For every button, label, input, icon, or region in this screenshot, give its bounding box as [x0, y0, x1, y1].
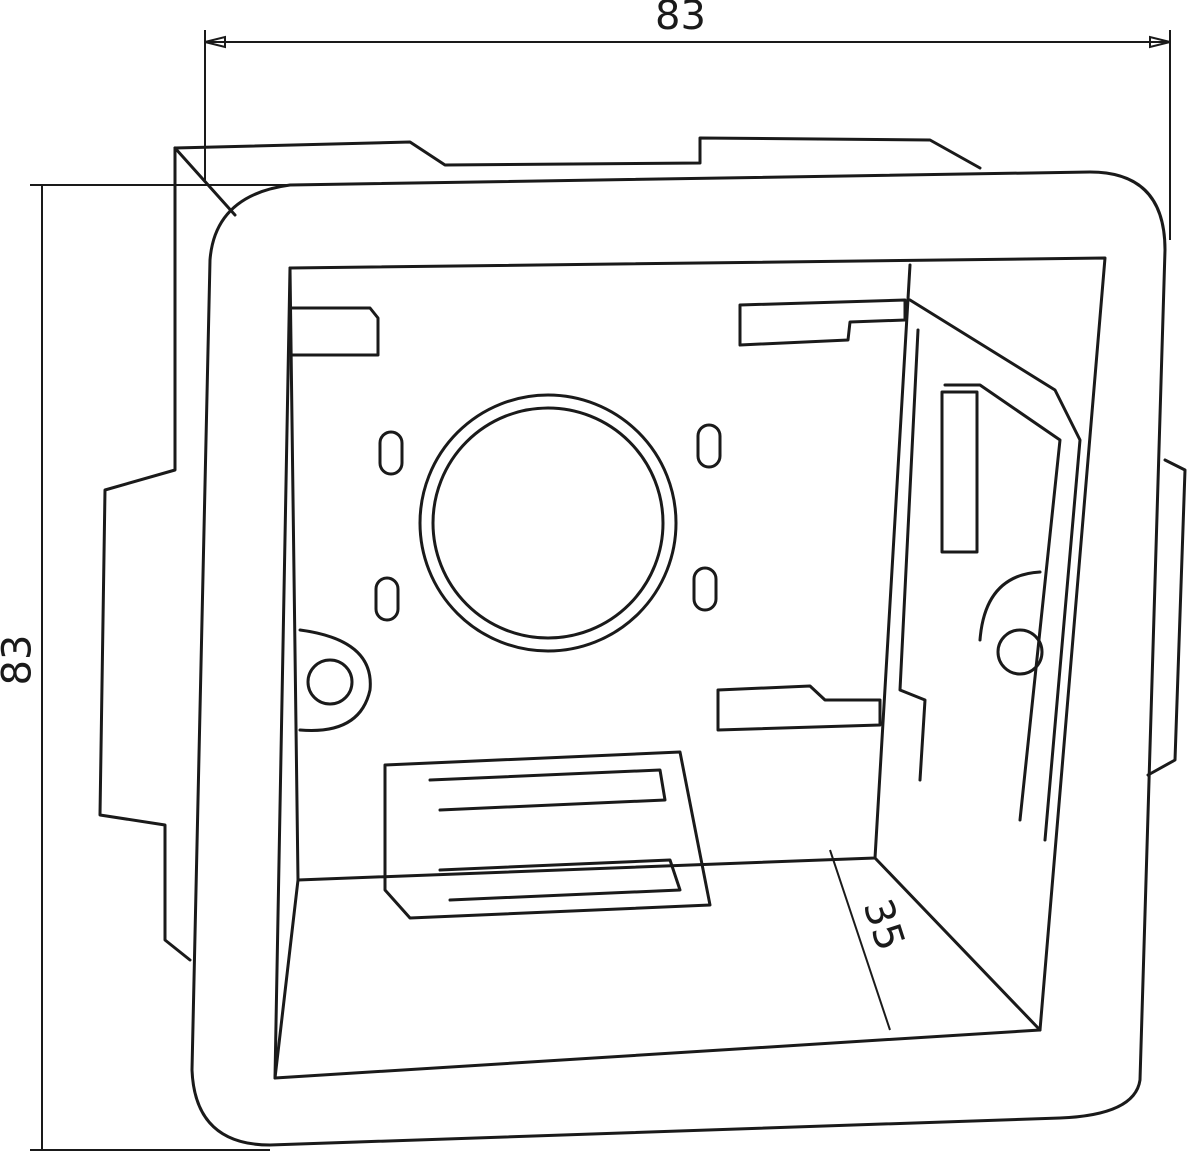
top-tab-left [173, 136, 982, 170]
height-dimension-label: 83 [0, 634, 41, 686]
knockout-outer [418, 393, 678, 653]
knockout-inner [431, 406, 665, 640]
width-dimension-label: 83 [655, 0, 706, 39]
inner-opening [273, 256, 1107, 1080]
height-dimension-line [30, 184, 300, 1151]
width-dimension-line [204, 30, 1171, 240]
outer-frame [190, 170, 1167, 1147]
right-tab [1146, 458, 1187, 777]
cable-clip [383, 750, 712, 920]
depth-dimension-line [829, 849, 891, 1031]
